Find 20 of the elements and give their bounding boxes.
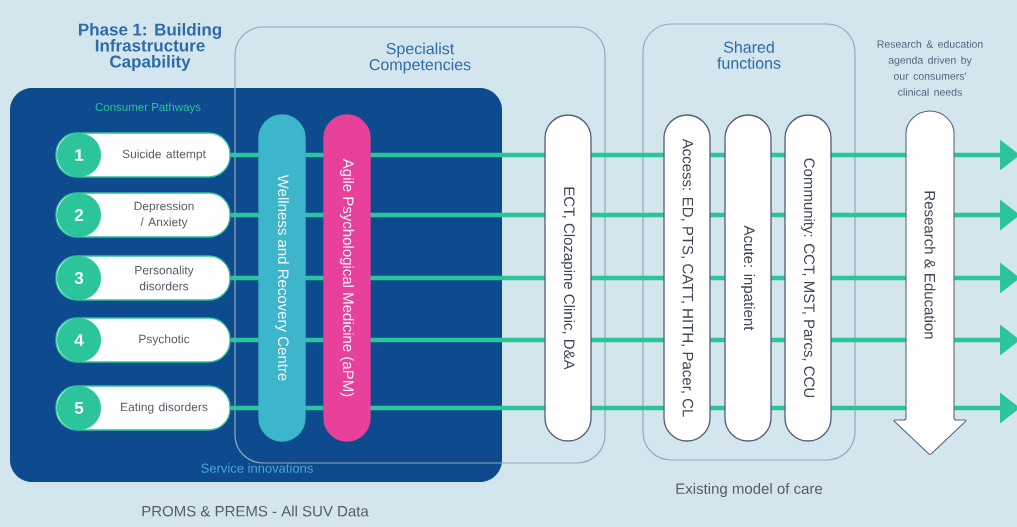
note: Research & education agenda driven by our consumers' clinical needs — [877, 40, 983, 96]
number-badge: 1 — [57, 133, 101, 177]
arrow-label: Research & Education — [924, 191, 936, 339]
number-badge: 5 — [57, 386, 101, 430]
service-pillar: ECT, Clozapine Clinic, D&A — [544, 114, 592, 442]
panel-footer: Service innovations — [201, 463, 313, 473]
phase-heading: Phase 1: Building Infrastructure Capability — [79, 23, 221, 71]
number-badge: 4 — [57, 318, 101, 362]
group-caption: Existing model of care — [676, 483, 823, 497]
number-badge: 3 — [57, 256, 101, 300]
service-pillar: Access: ED, PTS, CATT, HITH, Pacer, CL — [663, 114, 711, 442]
service-pillar: Agile Psychological Medicine (aPM) — [323, 114, 371, 442]
service-pillar: Wellness and Recovery Centre — [258, 114, 306, 442]
panel-heading: Consumer Pathways — [95, 102, 201, 114]
number-badge: 2 — [57, 193, 101, 237]
group-heading: Shared functions — [717, 41, 781, 69]
service-pillar: Community: CCT, MST, Parcs, CCU — [784, 114, 832, 442]
group-heading: Specialist Competencies — [369, 42, 471, 74]
service-pillar: Acute: inpatient — [724, 114, 772, 442]
footer-label: PROMS & PREMS - All SUV Data — [142, 505, 369, 517]
